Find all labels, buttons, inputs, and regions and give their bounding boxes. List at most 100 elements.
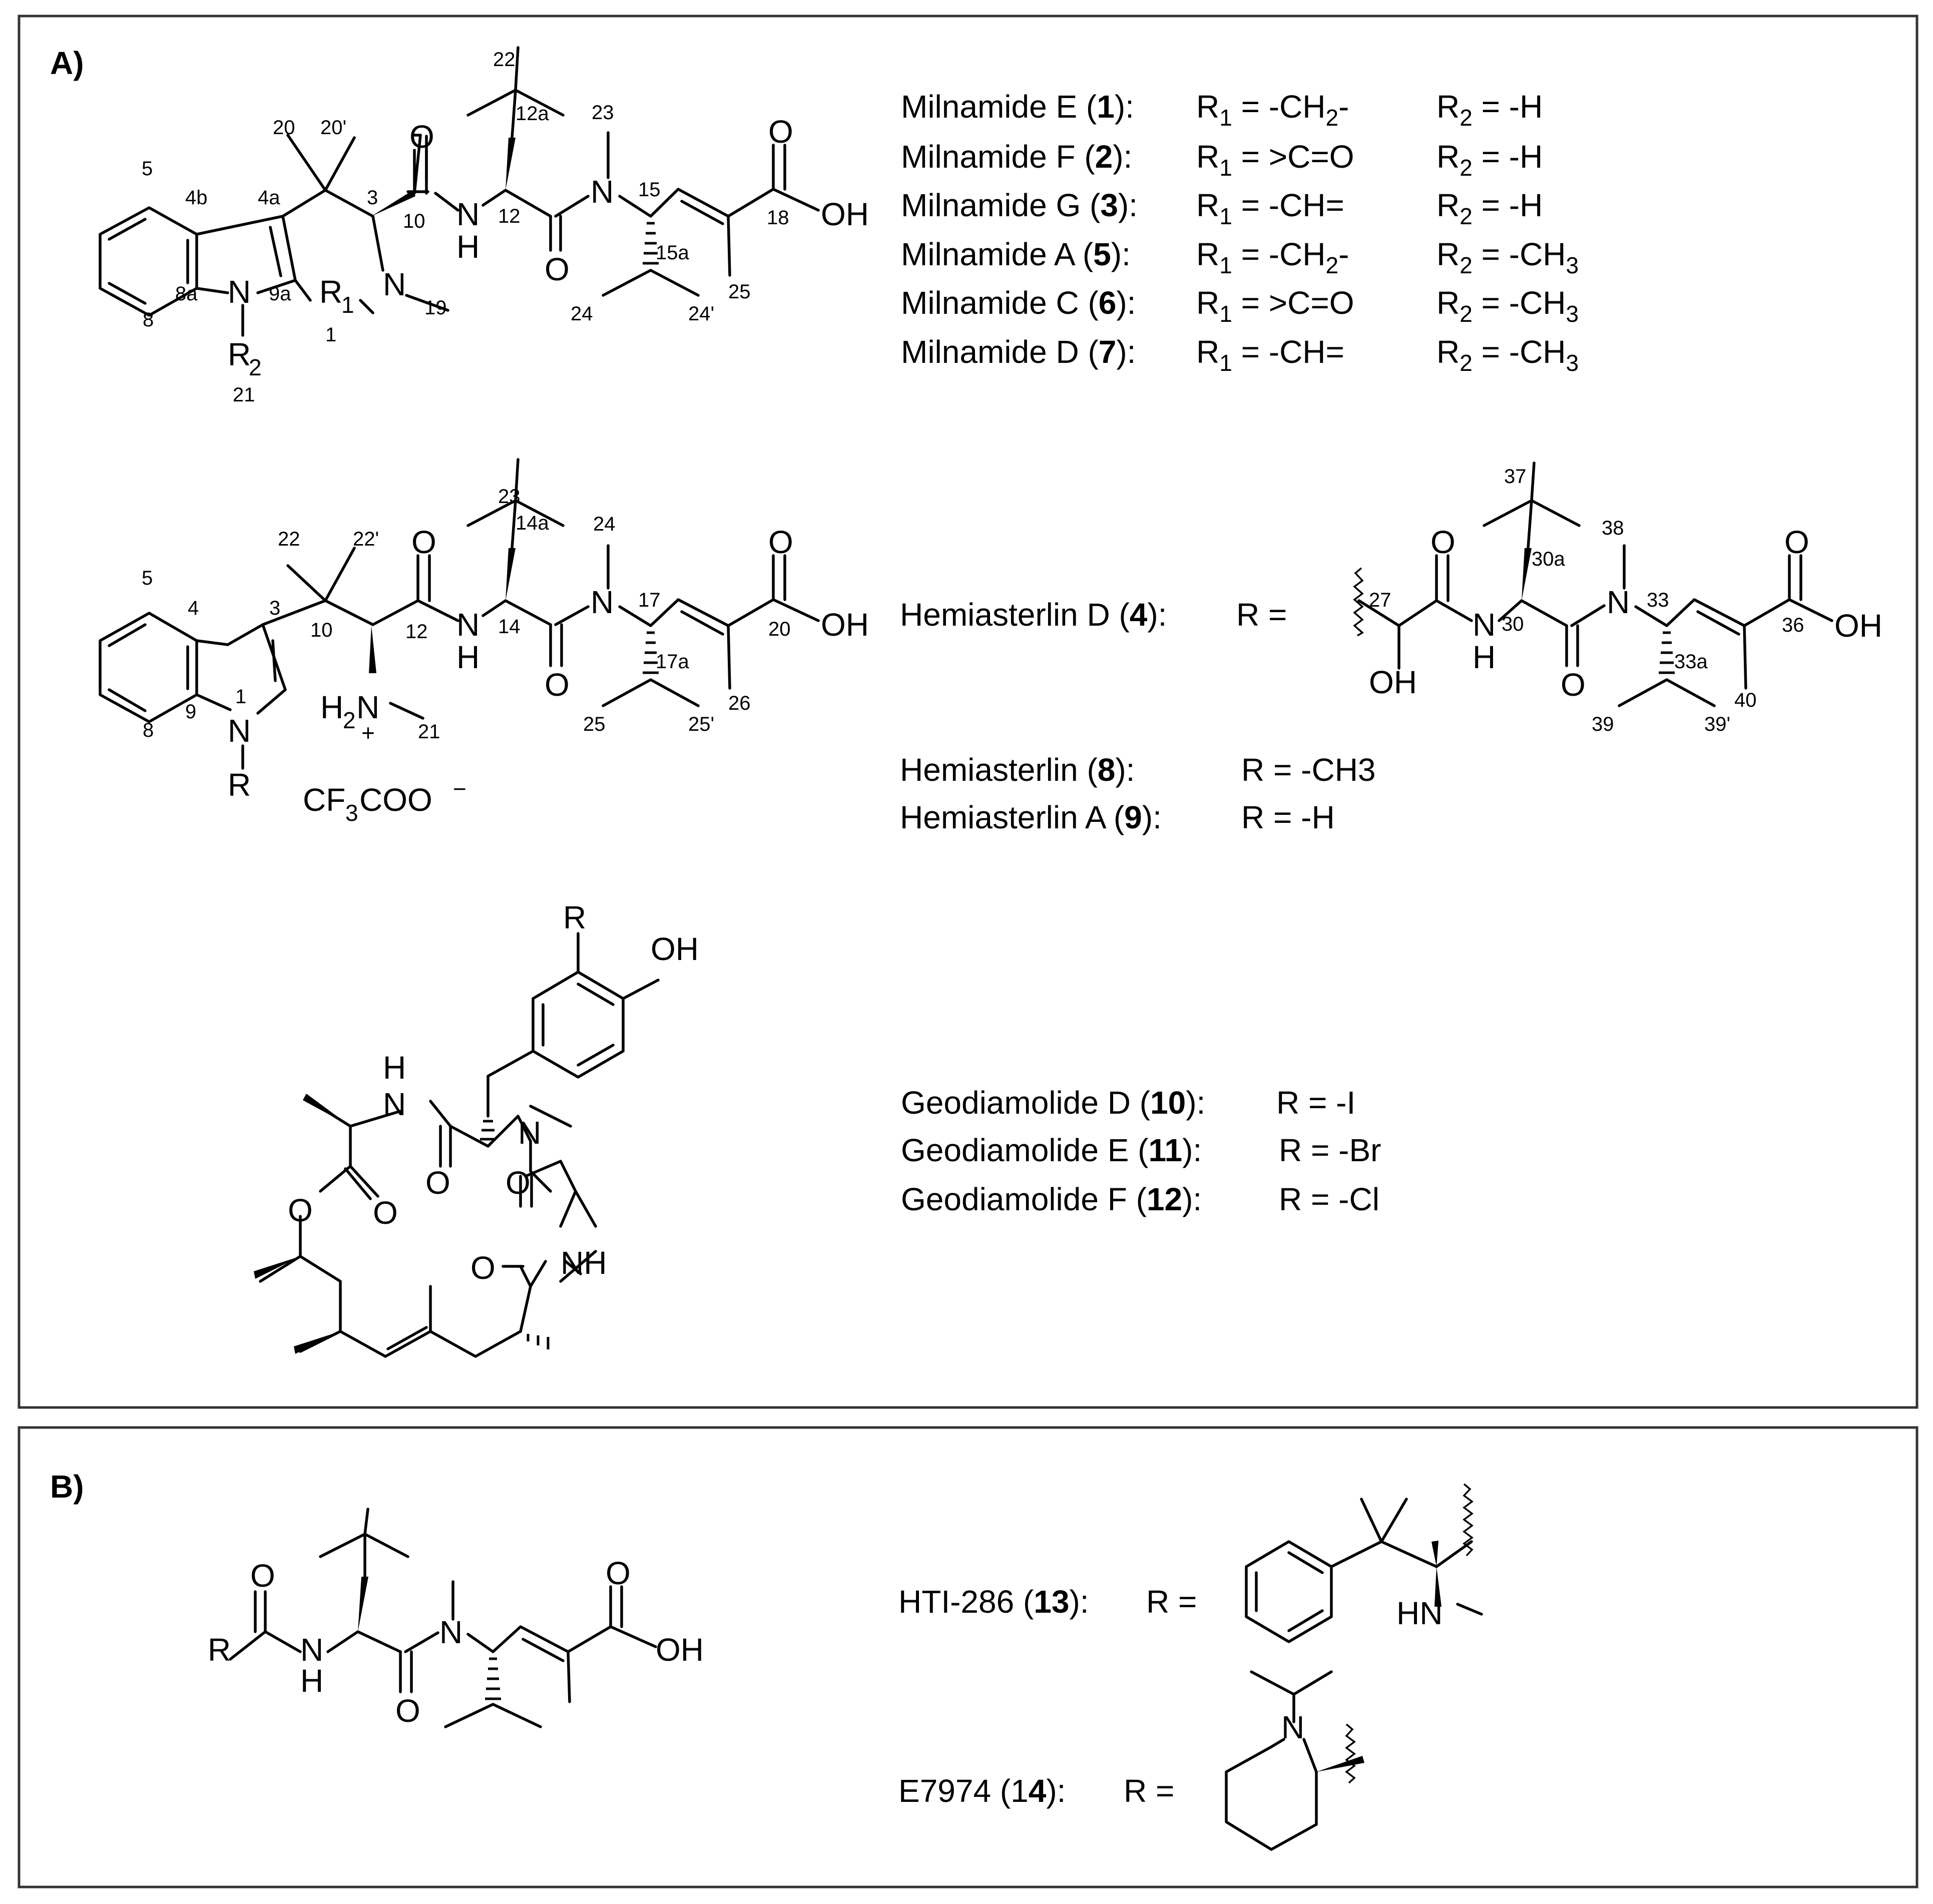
svg-text:N: N — [356, 689, 379, 725]
svg-text:5: 5 — [142, 567, 153, 589]
panel-a-frame — [18, 15, 1918, 1409]
svg-text:20: 20 — [768, 618, 791, 640]
svg-text:O: O — [250, 1558, 275, 1594]
hemiasterlin-r-value: R = -H — [1241, 799, 1335, 835]
svg-text:N: N — [518, 1115, 541, 1151]
svg-text:O: O — [411, 524, 436, 560]
panel-b-core-structure — [229, 1508, 657, 1728]
svg-text:CF: CF — [303, 782, 345, 818]
hti-286-atom-labels: HN — [1396, 1595, 1442, 1631]
svg-text:O: O — [395, 1693, 420, 1729]
milnamide-list: Milnamide E (1): R1 = -CH2- R2 = -H Milnami… — [901, 89, 1579, 376]
panel-b-label: B) — [50, 1469, 84, 1505]
svg-text:O: O — [1561, 667, 1586, 703]
svg-text:R: R — [563, 899, 586, 935]
geodiamolide-r-value: R = -Br — [1279, 1132, 1381, 1168]
milnamide-entry: Milnamide E (1): — [901, 89, 1134, 125]
svg-text:1: 1 — [235, 686, 246, 708]
svg-text:OH: OH — [821, 607, 869, 643]
milnamide-entry: Milnamide D (7): — [901, 334, 1136, 370]
svg-text:N: N — [383, 266, 406, 302]
hemiasterlin-d-entry: Hemiasterlin D (4): R = — [900, 597, 1287, 633]
svg-text:22': 22' — [353, 528, 379, 550]
svg-text:2: 2 — [343, 707, 356, 733]
svg-text:27: 27 — [1369, 589, 1391, 611]
svg-text:N: N — [228, 713, 251, 749]
svg-text:25: 25 — [583, 713, 606, 735]
svg-text:OH: OH — [821, 196, 869, 232]
milnamide-r2-value: R2 = -CH3 — [1436, 334, 1579, 376]
milnamide-r1-value: R1 = >C=O — [1196, 285, 1354, 327]
svg-text:O: O — [768, 114, 793, 150]
svg-text:+: + — [361, 720, 375, 746]
svg-text:N: N — [228, 274, 251, 310]
svg-text:24': 24' — [688, 303, 714, 325]
svg-text:10: 10 — [403, 210, 425, 232]
svg-text:H: H — [383, 1050, 406, 1086]
svg-text:N: N — [1281, 1709, 1304, 1745]
svg-text:Hemiasterlin D (4):: Hemiasterlin D (4): — [900, 597, 1167, 633]
svg-text:COO: COO — [359, 782, 432, 818]
svg-text:33a: 33a — [1674, 651, 1708, 673]
svg-text:22: 22 — [278, 528, 300, 550]
milnamide-r2-value: R2 = -H — [1436, 89, 1543, 131]
hti-286-structure — [1245, 1483, 1483, 1643]
milnamide-entry: Milnamide C (6): — [901, 285, 1136, 321]
svg-text:HN: HN — [1396, 1595, 1442, 1631]
svg-text:12: 12 — [405, 621, 428, 643]
milnamide-core-numbering: 5 4b 4a 20 20' 3 10 22 12a 12 23 15 18 1… — [142, 49, 789, 406]
geodiamolide-r-value: R = -I — [1276, 1085, 1355, 1121]
svg-text:12: 12 — [498, 205, 521, 227]
milnamide-r2-value: R2 = -CH3 — [1436, 285, 1579, 327]
svg-text:R =: R = — [1146, 1584, 1197, 1620]
hemiasterlin-entry: Hemiasterlin A (9): — [900, 799, 1162, 835]
svg-text:22: 22 — [493, 49, 516, 71]
panel-b-frame — [18, 1426, 1918, 1888]
svg-text:9a: 9a — [269, 283, 291, 305]
svg-text:R: R — [228, 336, 251, 372]
e7974-atom-labels: N — [1281, 1709, 1304, 1745]
milnamide-entry: Milnamide A (5): — [901, 236, 1131, 272]
svg-text:N: N — [383, 1086, 406, 1122]
svg-text:N: N — [439, 1614, 462, 1650]
svg-text:−: − — [453, 776, 466, 802]
svg-text:18: 18 — [767, 207, 789, 229]
svg-text:3: 3 — [345, 800, 358, 826]
hemiasterlin-d-numbering: 37 30a 38 27 30 33 36 33a 40 39 39' — [1369, 465, 1804, 735]
svg-text:H: H — [300, 1663, 323, 1699]
svg-text:R =: R = — [1236, 597, 1287, 633]
geodiamolide-structure — [254, 932, 660, 1358]
svg-text:R =: R = — [1124, 1773, 1174, 1809]
hemiasterlin-core-atom-labels: N R H 2 N + N H N O O O OH — [228, 524, 869, 803]
milnamide-r1-value: R1 = >C=O — [1196, 139, 1354, 181]
svg-text:N: N — [456, 607, 479, 643]
svg-text:O: O — [768, 524, 793, 560]
svg-text:3: 3 — [367, 187, 378, 209]
svg-text:24: 24 — [571, 303, 593, 325]
svg-text:N: N — [1607, 584, 1630, 620]
milnamide-r2-value: R2 = -CH3 — [1436, 236, 1579, 278]
milnamide-entry: Milnamide F (2): — [901, 139, 1132, 175]
svg-text:O: O — [606, 1555, 631, 1591]
svg-text:33: 33 — [1647, 589, 1669, 611]
milnamide-r1-value: R1 = -CH2- — [1196, 236, 1349, 278]
svg-text:38: 38 — [1602, 517, 1624, 539]
svg-text:3: 3 — [269, 597, 280, 619]
svg-text:23: 23 — [592, 102, 614, 124]
svg-text:8: 8 — [143, 309, 154, 331]
svg-text:21: 21 — [418, 721, 440, 743]
svg-text:19: 19 — [424, 297, 447, 319]
milnamide-r1-value: R1 = -CH= — [1196, 334, 1344, 376]
milnamide-r1-value: R1 = -CH= — [1196, 187, 1344, 229]
svg-text:26: 26 — [728, 692, 751, 714]
svg-text:14a: 14a — [516, 512, 549, 534]
svg-text:1: 1 — [325, 324, 336, 346]
hemiasterlin-counterion: CF 3 COO − — [303, 776, 466, 826]
milnamide-core-atom-labels: N N N H N O O O OH R 1 R 2 — [228, 114, 869, 380]
svg-text:N: N — [1473, 607, 1496, 643]
hemiasterlin-entry: Hemiasterlin (8): — [900, 752, 1135, 788]
svg-text:O: O — [545, 251, 570, 287]
milnamide-core-structure — [99, 46, 820, 337]
svg-text:14: 14 — [498, 616, 521, 638]
